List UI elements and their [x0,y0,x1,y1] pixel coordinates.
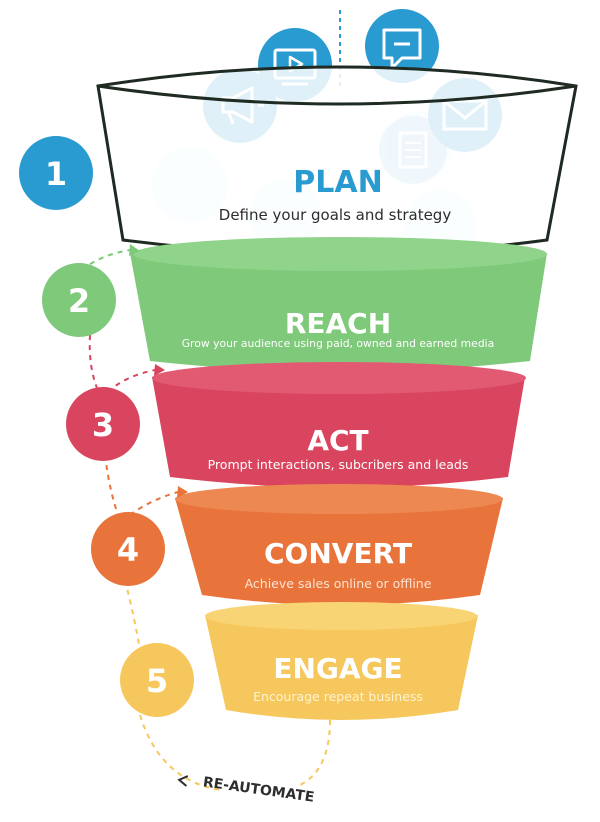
convert-stage [175,487,503,605]
step-number-5: 5 [120,643,194,717]
step-number-4: 4 [91,512,165,586]
arrow-heads [129,244,188,498]
plan-rim [97,84,577,106]
engage-subtitle: Encourage repeat business [253,689,423,704]
step-number-3-label: 3 [92,406,114,444]
chat-bubble-icon [365,9,439,83]
re-automate-text: RE-AUTOMATE [202,774,315,805]
engage-stage [205,605,478,720]
convert-title: CONVERT [264,537,412,570]
step-number-1: 1 [19,136,93,210]
convert-rim [175,484,503,514]
reach-stage [130,242,547,372]
reach-rim [133,237,547,271]
step-number-2-label: 2 [68,282,90,320]
step-number-4-label: 4 [117,531,139,569]
plan-subtitle: Define your goals and strategy [219,206,452,224]
step-number-5-label: 5 [146,662,168,700]
act-subtitle: Prompt interactions, subcribers and lead… [208,457,469,472]
step-number-2: 2 [42,263,116,337]
act-rim [152,362,526,394]
step-number-1-label: 1 [45,155,67,193]
plan-title: PLAN [293,165,382,200]
reach-subtitle: Grow your audience using paid, owned and… [182,337,495,350]
reach-title: REACH [285,307,391,340]
convert-subtitle: Achieve sales online or offline [245,576,432,591]
engage-title: ENGAGE [273,652,402,685]
engage-rim [205,602,477,630]
re-automate-label: RE-AUTOMATE [177,774,315,806]
act-stage [152,365,525,488]
act-title: ACT [307,424,368,457]
step-number-3: 3 [66,387,140,461]
